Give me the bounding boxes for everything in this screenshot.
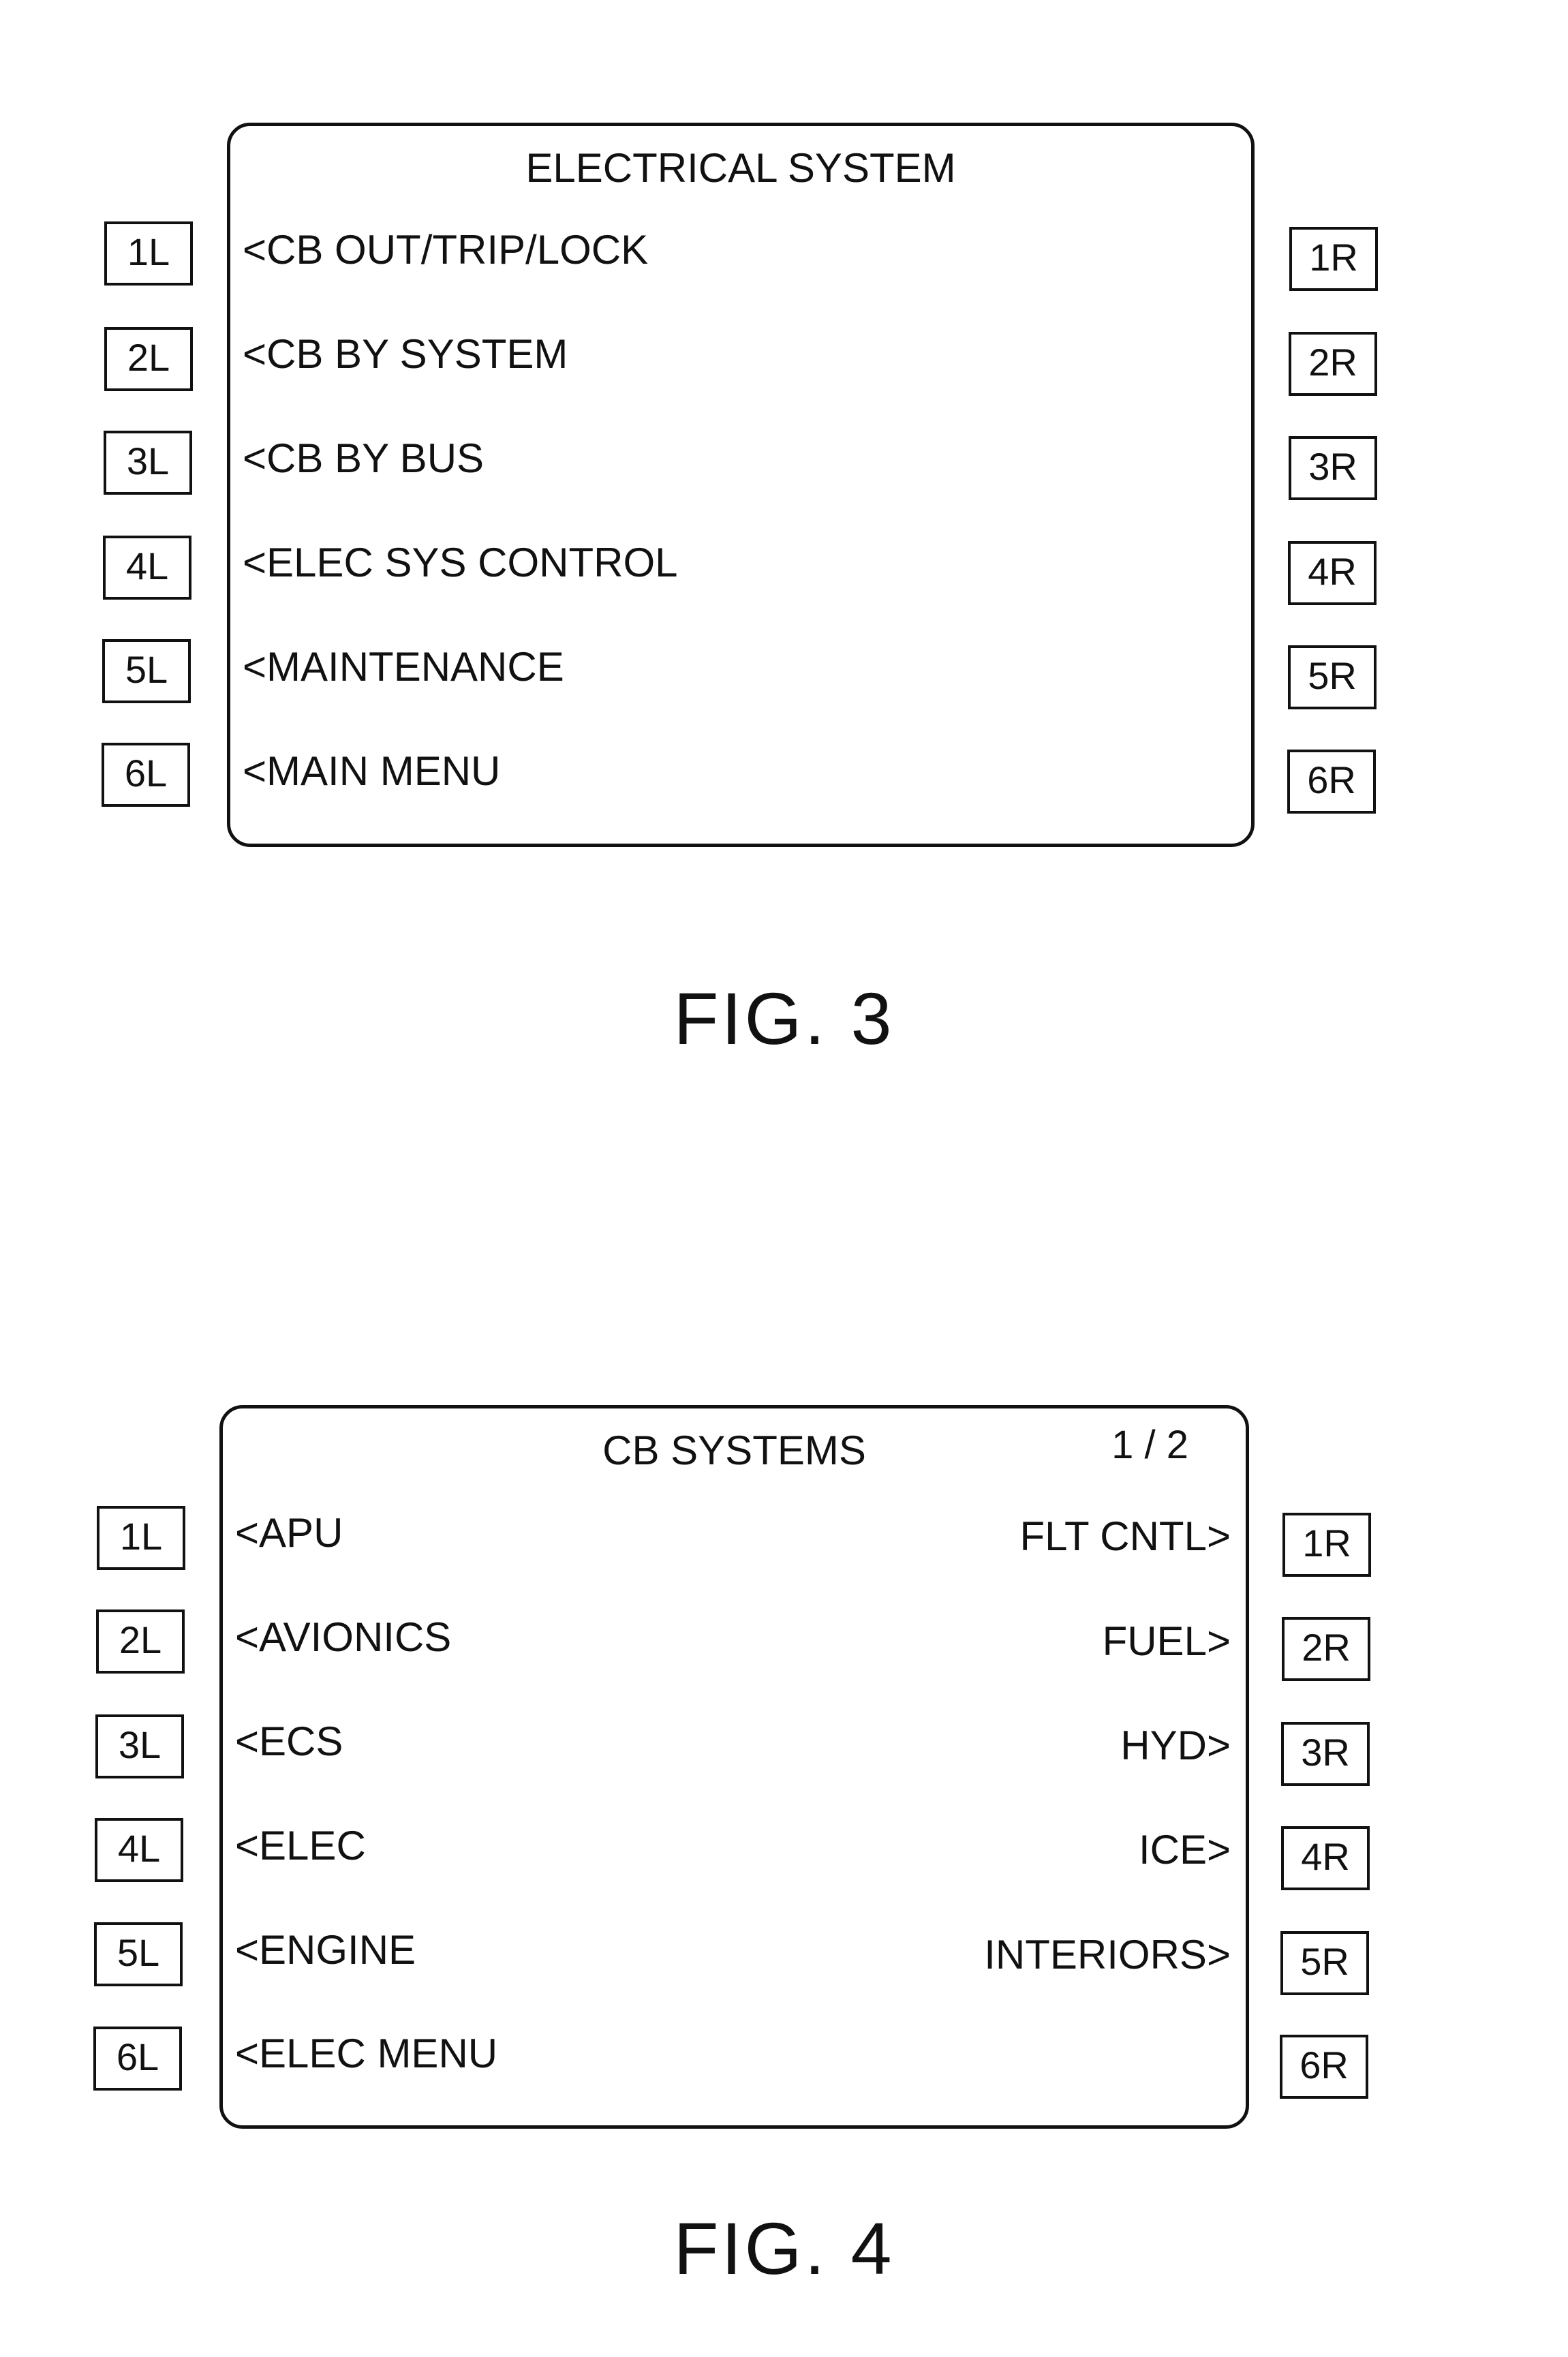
menu-item-interiors[interactable]: INTERIORS> <box>984 1928 1231 1982</box>
menu-item-cb-by-bus[interactable]: <CB BY BUS <box>243 431 484 486</box>
line-select-key-4r[interactable]: 4R <box>1281 1826 1370 1890</box>
menu-item-elec-sys-control[interactable]: <ELEC SYS CONTROL <box>243 536 678 590</box>
line-select-key-1l[interactable]: 1L <box>97 1506 185 1570</box>
line-select-key-5l[interactable]: 5L <box>94 1922 183 1986</box>
screen-title: CB SYSTEMS <box>223 1423 1246 1478</box>
menu-item-engine[interactable]: <ENGINE <box>235 1923 416 1977</box>
menu-item-fuel[interactable]: FUEL> <box>1103 1614 1231 1669</box>
figure-4: CB SYSTEMS 1 / 2 <APU <AVIONICS <ECS <EL… <box>0 1158 1568 2357</box>
line-select-key-2r[interactable]: 2R <box>1282 1617 1370 1681</box>
line-select-key-5r[interactable]: 5R <box>1280 1931 1369 1995</box>
screen-title: ELECTRICAL SYSTEM <box>230 141 1251 196</box>
menu-item-maintenance[interactable]: <MAINTENANCE <box>243 640 564 694</box>
menu-item-ice[interactable]: ICE> <box>1139 1823 1231 1877</box>
line-select-key-5r[interactable]: 5R <box>1288 645 1377 709</box>
menu-item-cb-out-trip-lock[interactable]: <CB OUT/TRIP/LOCK <box>243 223 648 277</box>
line-select-key-3l[interactable]: 3L <box>104 431 192 495</box>
menu-item-elec[interactable]: <ELEC <box>235 1819 366 1873</box>
line-select-key-2l[interactable]: 2L <box>96 1609 185 1674</box>
menu-item-main-menu[interactable]: <MAIN MENU <box>243 744 500 799</box>
line-select-key-2l[interactable]: 2L <box>104 327 193 391</box>
menu-item-ecs[interactable]: <ECS <box>235 1714 343 1769</box>
line-select-key-1r[interactable]: 1R <box>1282 1513 1371 1577</box>
line-select-key-1l[interactable]: 1L <box>104 221 193 286</box>
line-select-key-3r[interactable]: 3R <box>1289 436 1377 500</box>
figure-caption: FIG. 4 <box>0 2204 1568 2293</box>
menu-item-apu[interactable]: <APU <box>235 1506 343 1560</box>
line-select-key-6l[interactable]: 6L <box>102 743 190 807</box>
menu-item-flt-cntl[interactable]: FLT CNTL> <box>1019 1509 1231 1564</box>
line-select-key-6r[interactable]: 6R <box>1287 750 1376 814</box>
line-select-key-6r[interactable]: 6R <box>1280 2035 1368 2099</box>
menu-item-hyd[interactable]: HYD> <box>1120 1719 1231 1773</box>
line-select-key-5l[interactable]: 5L <box>102 639 191 703</box>
line-select-key-3r[interactable]: 3R <box>1281 1722 1370 1786</box>
line-select-key-6l[interactable]: 6L <box>93 2027 182 2091</box>
line-select-key-2r[interactable]: 2R <box>1289 332 1377 396</box>
line-select-key-4r[interactable]: 4R <box>1288 541 1377 605</box>
line-select-key-1r[interactable]: 1R <box>1289 227 1378 291</box>
cb-systems-screen: CB SYSTEMS 1 / 2 <APU <AVIONICS <ECS <EL… <box>219 1405 1249 2129</box>
menu-item-cb-by-system[interactable]: <CB BY SYSTEM <box>243 327 568 382</box>
page-indicator: 1 / 2 <box>1111 1418 1188 1473</box>
electrical-system-screen: ELECTRICAL SYSTEM <CB OUT/TRIP/LOCK <CB … <box>227 123 1255 847</box>
menu-item-avionics[interactable]: <AVIONICS <box>235 1610 451 1665</box>
figure-caption: FIG. 3 <box>0 974 1568 1063</box>
line-select-key-3l[interactable]: 3L <box>95 1714 184 1778</box>
line-select-key-4l[interactable]: 4L <box>103 536 191 600</box>
menu-item-elec-menu[interactable]: <ELEC MENU <box>235 2027 497 2081</box>
figure-3: ELECTRICAL SYSTEM <CB OUT/TRIP/LOCK <CB … <box>0 0 1568 1158</box>
line-select-key-4l[interactable]: 4L <box>95 1818 183 1882</box>
